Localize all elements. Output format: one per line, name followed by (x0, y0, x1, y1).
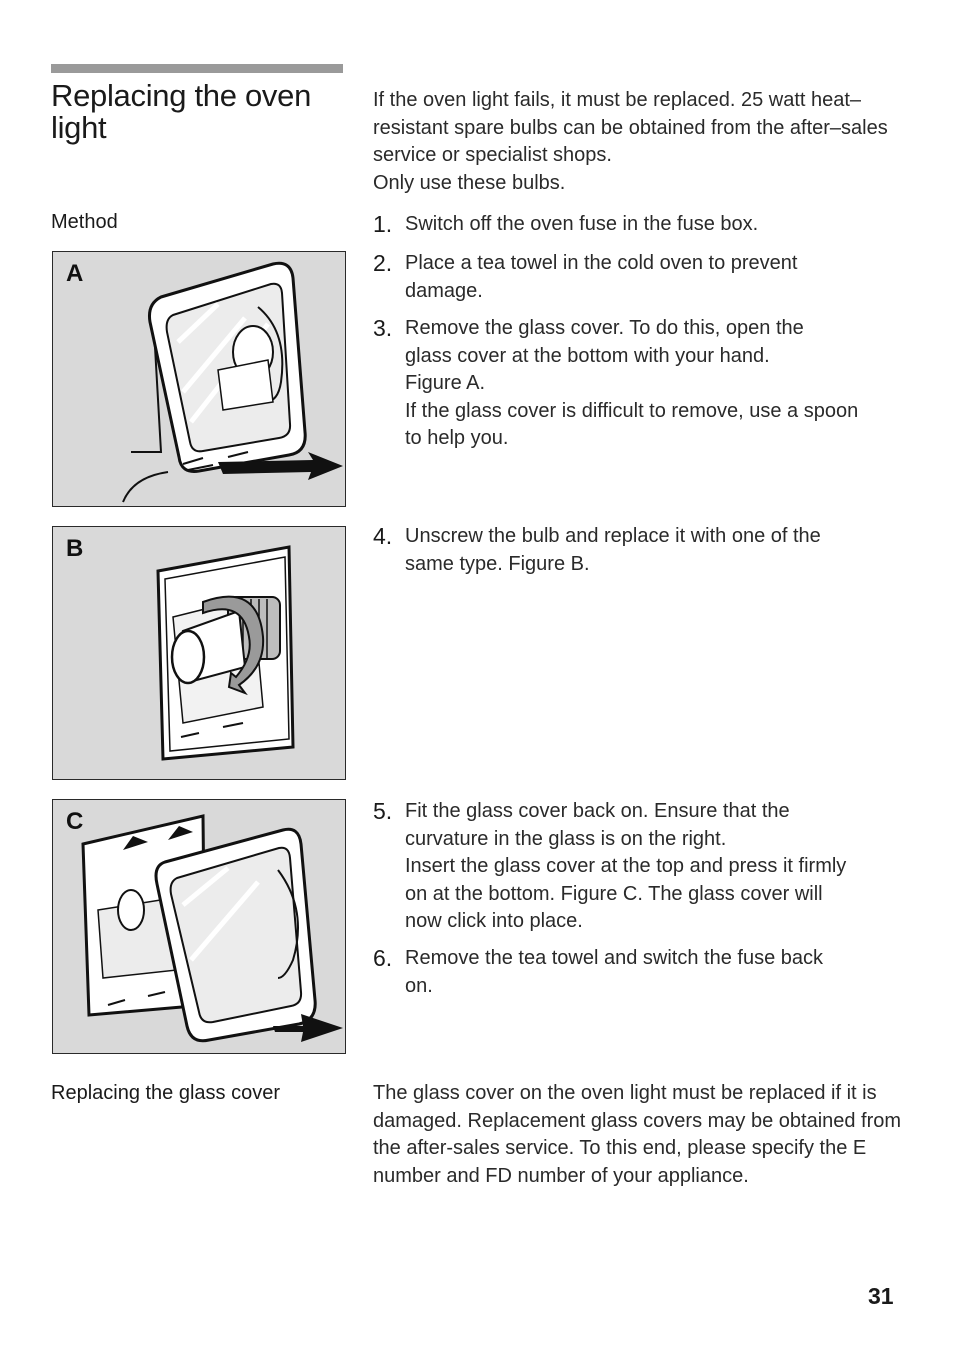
step-text: Switch off the oven fuse in the fuse box… (405, 213, 759, 235)
figure-a-letter: A (66, 260, 84, 287)
glass-cover-heading: Replacing the glass cover (51, 1082, 281, 1104)
method-heading: Method (51, 211, 118, 233)
page-number: 31 (868, 1283, 894, 1309)
step-text: Place a tea towel in the cold oven to pr… (405, 252, 798, 302)
step-number: 1. (373, 211, 393, 237)
bulb-unscrew-illustration (156, 545, 295, 761)
figure-b: B (52, 526, 346, 780)
figure-b-letter: B (66, 535, 84, 562)
step-text: Unscrew the bulb and replace it with one… (405, 525, 821, 575)
header-rule (51, 64, 343, 73)
step-text: Remove the tea towel and switch the fuse… (405, 947, 824, 997)
glass-cover-refit-illustration (81, 814, 343, 1043)
step-text: Fit the glass cover back on. Ensure that… (405, 800, 847, 932)
intro-note: Only use these bulbs. (373, 171, 566, 194)
step-number: 2. (373, 250, 393, 276)
figure-c: C (52, 799, 346, 1054)
step-text: Remove the glass cover. To do this, open… (405, 317, 859, 449)
step-number: 6. (373, 945, 393, 971)
step-number: 5. (373, 798, 393, 824)
figure-a: A (52, 251, 346, 507)
page-title: Replacing the oven light (51, 78, 312, 145)
step-number: 3. (373, 315, 393, 341)
intro-text: If the oven light fails, it must be repl… (373, 89, 888, 166)
glass-cover-text: The glass cover on the oven light must b… (373, 1082, 902, 1187)
step-number: 4. (373, 523, 393, 549)
intro-paragraph: If the oven light fails, it must be repl… (373, 87, 913, 197)
figure-c-letter: C (66, 808, 84, 835)
glass-cover-removal-illustration (122, 261, 343, 503)
